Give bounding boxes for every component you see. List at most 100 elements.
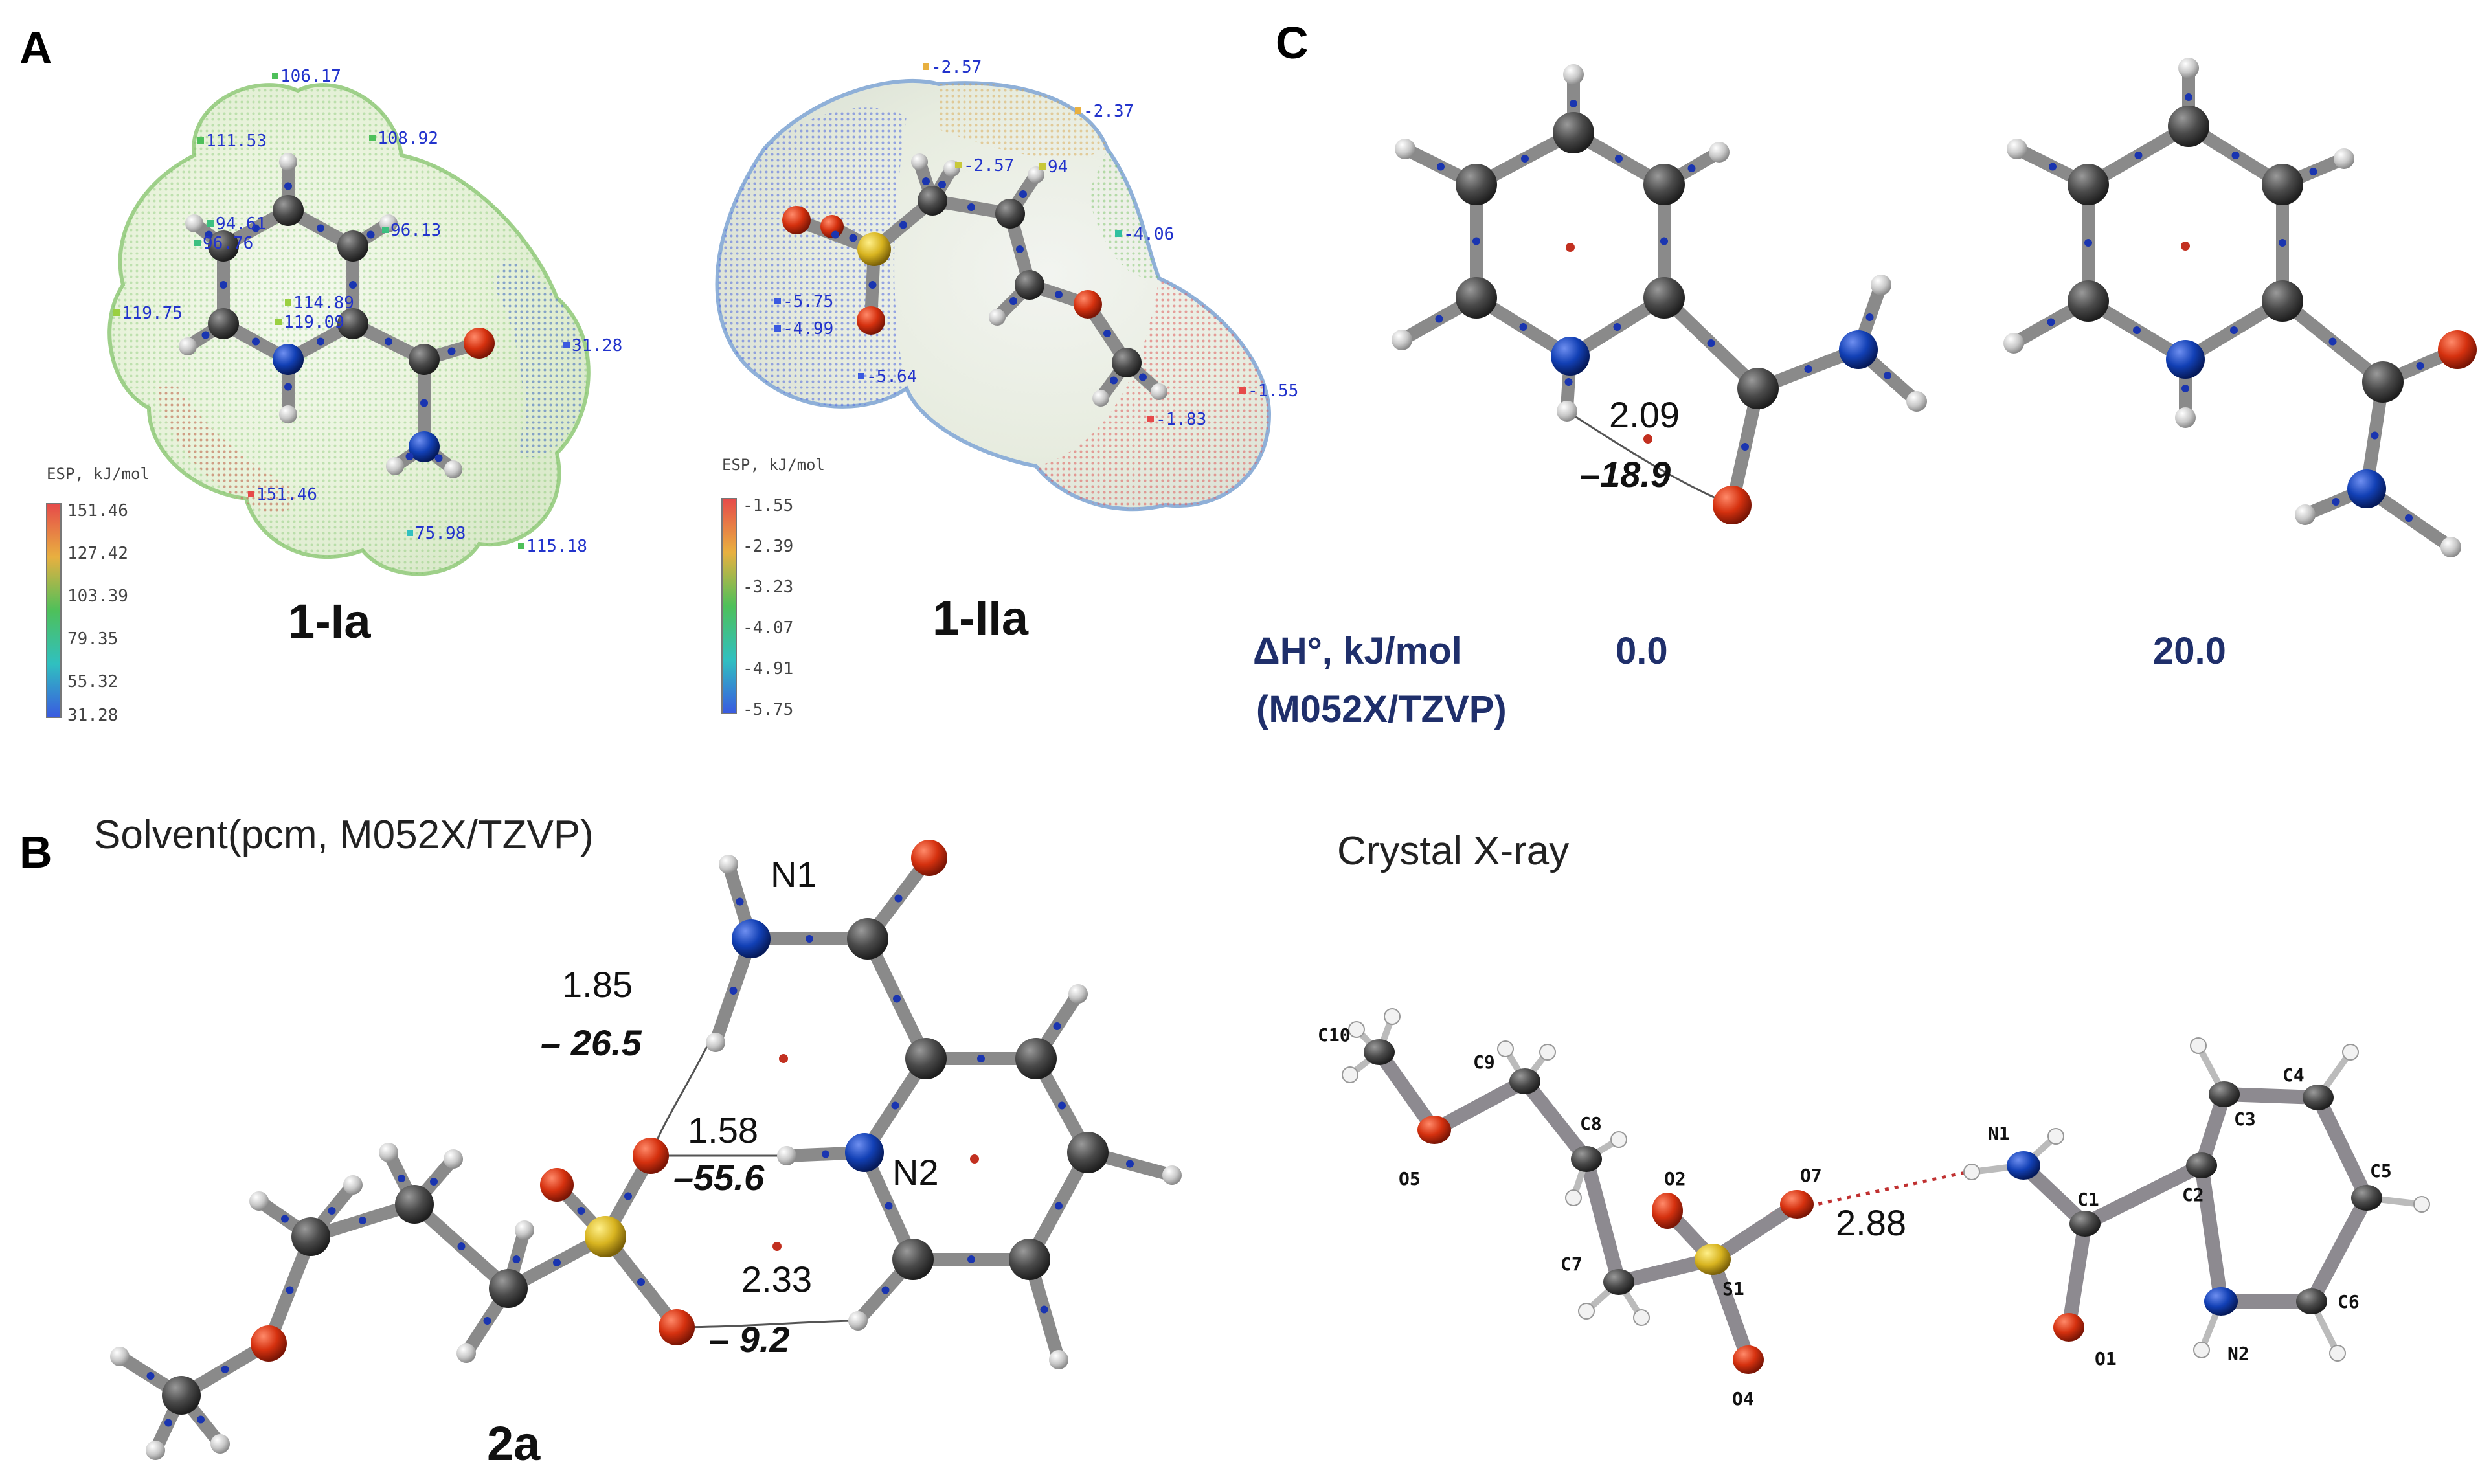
bond-critical-point <box>512 1255 521 1263</box>
bond-critical-point <box>405 453 414 460</box>
hbond-distance: 1.58 <box>688 1110 758 1151</box>
esp-marker: -1.55 <box>1239 381 1298 401</box>
esp-marker: 108.92 <box>369 129 438 148</box>
panel-letter-a: A <box>19 23 52 73</box>
esp-value: 106.17 <box>280 67 341 86</box>
bond-critical-point <box>2181 385 2189 392</box>
bond-critical-point <box>220 281 227 289</box>
bond-critical-point <box>1053 1022 1061 1030</box>
bond-critical-point <box>328 1207 336 1215</box>
hbond-energy: –18.9 <box>1580 454 1671 495</box>
hbond-distance: 2.33 <box>741 1259 812 1299</box>
bond-critical-point <box>553 1259 561 1266</box>
conformer-open <box>2003 58 2477 557</box>
crystal-atom-label: O2 <box>1664 1168 1686 1189</box>
hbond-energy: – 26.5 <box>541 1022 642 1063</box>
bond-critical-point <box>146 1372 155 1380</box>
esp-scale-tick: 127.42 <box>67 544 128 563</box>
esp-scale-tick: -4.91 <box>743 659 793 679</box>
bond-critical-point <box>1660 237 1668 245</box>
bond-critical-point <box>1564 378 1573 386</box>
esp-marker: -5.64 <box>858 367 917 387</box>
bond-critical-point <box>1009 297 1017 305</box>
bond-critical-point <box>1519 323 1527 331</box>
dh-value-conformer-1: 0.0 <box>1616 630 1668 672</box>
crystal-atom-label: N2 <box>2227 1343 2249 1364</box>
crystal-atom-label: C2 <box>2182 1184 2204 1206</box>
molecule-label-2a: 2a <box>487 1417 541 1470</box>
bond-critical-point <box>2133 326 2141 334</box>
esp-cloud-red-region <box>155 382 295 513</box>
bond-critical-point <box>1741 443 1749 451</box>
crystal-atom-label: C9 <box>1473 1051 1495 1073</box>
solvent-title: Solvent(pcm, M052X/TZVP) <box>94 813 594 857</box>
esp-value: -1.83 <box>1156 410 1206 429</box>
bond-critical-point <box>398 1175 405 1182</box>
esp-cloud-blue-region <box>717 107 907 407</box>
panel-c: C <box>1253 17 2477 730</box>
dh-label-line1: ΔH°, kJ/mol <box>1253 630 1462 672</box>
bond-critical-point <box>577 1207 585 1215</box>
bond-critical-point <box>1058 1101 1066 1110</box>
esp-value: -5.64 <box>866 367 917 387</box>
esp-marker: -5.75 <box>774 292 833 311</box>
esp-value: -4.06 <box>1123 225 1174 244</box>
esp-scale-bar <box>46 503 62 718</box>
hbond-distance: 2.09 <box>1609 394 1680 435</box>
bond-critical-point <box>1019 190 1027 198</box>
esp-marker: -1.83 <box>1147 410 1206 429</box>
esp-value: -5.75 <box>783 292 833 311</box>
bond-critical-point <box>922 177 930 185</box>
esp-value: 114.89 <box>293 293 354 313</box>
bond-critical-point <box>938 181 946 188</box>
bond-critical-point <box>286 1286 294 1294</box>
bond-critical-point <box>164 1419 172 1427</box>
esp-value: -4.99 <box>783 319 833 339</box>
esp-marker: 114.89 <box>285 293 354 313</box>
esp-scale-tick: 31.28 <box>67 706 118 725</box>
bond-critical-point <box>2134 152 2143 159</box>
bond-critical-point <box>894 894 903 903</box>
bond-critical-point <box>420 399 428 407</box>
esp-value: -2.37 <box>1083 102 1134 121</box>
bond-critical-point <box>806 935 813 943</box>
bond-critical-point <box>1110 376 1118 385</box>
esp-cloud-blue-region <box>492 259 585 458</box>
bond-critical-point <box>2371 431 2379 440</box>
crystal-atom-label: C7 <box>1561 1254 1583 1275</box>
esp-scale-title: ESP, kJ/mol <box>47 465 150 483</box>
dh-label-line2: (M052X/TZVP) <box>1256 688 1507 730</box>
esp-value: -2.57 <box>931 58 982 77</box>
molecule-1-ia <box>179 153 495 478</box>
esp-values-1-iia: -2.57 -2.37 -2.57 94 -4.06 -5.75 -4.99 -… <box>774 58 1298 429</box>
esp-marker: -2.57 <box>923 58 982 77</box>
esp-values-1-ia: 106.17 111.53 108.92 94.61 96.76 96.13 1… <box>113 67 622 556</box>
crystal-hbond <box>1770 1170 1969 1216</box>
esp-value: 75.98 <box>415 524 466 543</box>
bond-critical-point <box>430 1178 438 1186</box>
bond-critical-point <box>1139 373 1147 381</box>
esp-scale-tick: 79.35 <box>67 629 118 649</box>
esp-marker: -2.37 <box>1075 102 1134 121</box>
esp-marker: 75.98 <box>407 524 466 543</box>
esp-scale-title: ESP, kJ/mol <box>722 456 825 474</box>
bond-critical-point <box>385 337 392 346</box>
bond-critical-point <box>1615 155 1623 163</box>
bond-critical-point <box>366 230 375 239</box>
esp-marker: 94 <box>1039 157 1068 177</box>
bond-critical-point <box>899 221 907 229</box>
hbond-energy: –55.6 <box>673 1157 765 1198</box>
esp-scale-tick: 151.46 <box>67 501 128 521</box>
bond-critical-point <box>2231 152 2240 159</box>
bond-critical-point <box>1884 372 1891 379</box>
esp-marker: 106.17 <box>272 67 341 86</box>
esp-scale-tick: 55.32 <box>67 672 118 691</box>
bond-critical-point <box>252 337 260 346</box>
bond-critical-point <box>1804 365 1812 373</box>
bond-critical-point <box>1016 245 1024 253</box>
bond-critical-point <box>868 281 877 289</box>
bond-critical-point <box>359 1217 366 1224</box>
esp-marker: -4.99 <box>774 319 833 339</box>
crystal-atom-label: O4 <box>1732 1388 1754 1410</box>
